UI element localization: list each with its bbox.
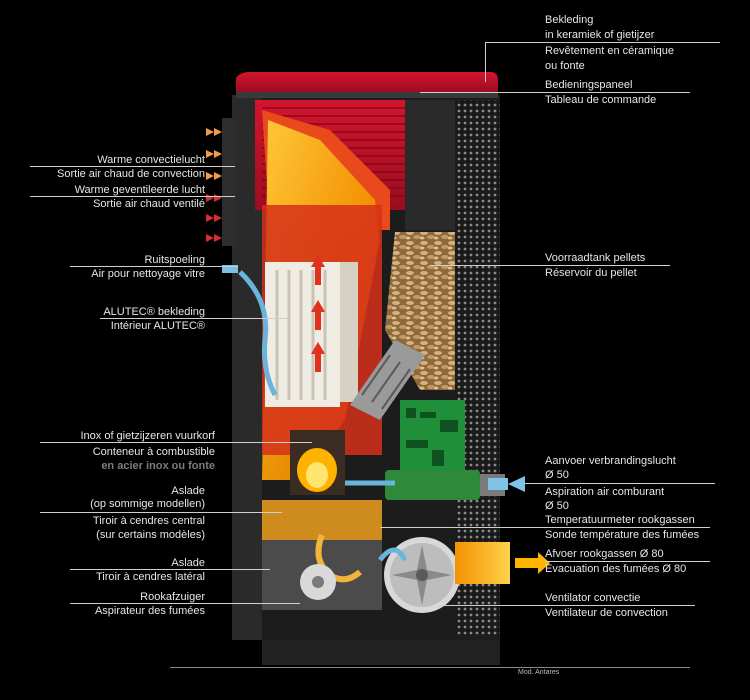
leader-ventilated [30, 196, 235, 197]
label-convection-nl: Warme convectielucht [97, 154, 205, 166]
warm-air-outlets [206, 118, 236, 246]
control-board [400, 400, 465, 475]
label-tank-fr: Réservoir du pellet [545, 267, 637, 279]
leader-convection [30, 166, 235, 167]
label-ventilated-fr: Sortie air chaud ventilé [93, 198, 205, 210]
label-firebox-fr-grey: en acier inox ou fonte [101, 460, 215, 472]
leader-tank [430, 265, 670, 266]
label-exhaust-fr: Evacuation des fumées Ø 80 [545, 563, 687, 575]
label-smoke-fan-fr: Aspirateur des fumées [94, 605, 205, 617]
label-ventilated-nl: Warme geventileerde lucht [74, 184, 205, 196]
label-control-fr: Tableau de commande [545, 94, 657, 106]
label-cladding-fr-2: ou fonte [545, 60, 585, 72]
leader-smoke-fan [70, 603, 300, 604]
label-air-fr-2: Ø 50 [545, 500, 569, 512]
leader-temp [380, 527, 710, 528]
label-convfan-nl: Ventilator convectie [545, 592, 641, 604]
glass-air-nozzle [222, 265, 238, 273]
smoke-fan [300, 564, 336, 600]
leader-ashpan-central [40, 512, 282, 513]
label-temp-fr: Sonde température des fumées [545, 529, 700, 541]
label-ashpan-central-nl-1: Aslade [171, 485, 205, 497]
label-firebox-nl: Inox of gietzijzeren vuurkorf [80, 430, 215, 442]
label-glass-fr: Air pour nettoyage vitre [91, 268, 205, 280]
pellet-auger [350, 340, 425, 420]
intake-air-arrow [488, 476, 525, 492]
label-ashpan-central-nl-2: (op sommige modellen) [90, 498, 205, 510]
label-ashpan-side-fr: Tiroir à cendres latéral [95, 571, 205, 583]
label-ashpan-central-fr-2: (sur certains modèles) [96, 529, 205, 541]
bottom-rule [170, 667, 690, 668]
label-firebox-fr: Conteneur à combustible [92, 446, 215, 458]
label-convection-fr: Sortie air chaud de convection [57, 168, 205, 180]
firebox [290, 430, 345, 495]
alutec-panel [265, 262, 358, 407]
leader-ashpan-side [70, 569, 270, 570]
heat-arrows [311, 255, 325, 372]
exhaust-pipe [455, 542, 550, 584]
label-tank-nl: Voorraadtank pellets [545, 252, 646, 264]
leader-cladding [485, 42, 720, 43]
leader-convfan [440, 605, 695, 606]
label-smoke-fan-nl: Rookafzuiger [140, 591, 205, 603]
label-control-nl: Bedieningspaneel [545, 79, 633, 91]
label-ashpan-side-nl: Aslade [171, 557, 205, 569]
airflow-streams [238, 270, 408, 562]
leader-cladding-drop [485, 42, 486, 82]
top-cladding [236, 72, 498, 98]
leader-air [525, 483, 715, 484]
intake-motor [385, 470, 505, 500]
leader-alutec [100, 318, 290, 319]
label-air-nl-2: Ø 50 [545, 469, 569, 481]
label-exhaust-nl: Afvoer rookgassen Ø 80 [545, 548, 664, 560]
label-alutec-nl: ALUTEC® bekleding [103, 306, 205, 318]
label-air-nl-1: Aanvoer verbrandingslucht [545, 455, 676, 467]
leader-glass [70, 266, 238, 267]
label-temp-nl: Temperatuurmeter rookgassen [545, 514, 695, 526]
label-alutec-fr: Intérieur ALUTEC® [110, 320, 205, 332]
label-glass-nl: Ruitspoeling [144, 254, 205, 266]
label-convfan-fr: Ventilateur de convection [545, 607, 668, 619]
leader-control [420, 92, 690, 93]
leader-firebox [40, 442, 312, 443]
leader-exhaust [545, 561, 710, 562]
model-name: Mod. Antares [518, 669, 560, 676]
label-cladding-fr-1: Revêtement en céramique [545, 45, 675, 57]
label-cladding-nl-1: Bekleding [545, 14, 594, 26]
label-cladding-nl-2: in keramiek of gietijzer [545, 29, 655, 41]
label-air-fr-1: Aspiration air comburant [545, 486, 665, 498]
label-ashpan-central-fr-1: Tiroir à cendres central [92, 515, 205, 527]
